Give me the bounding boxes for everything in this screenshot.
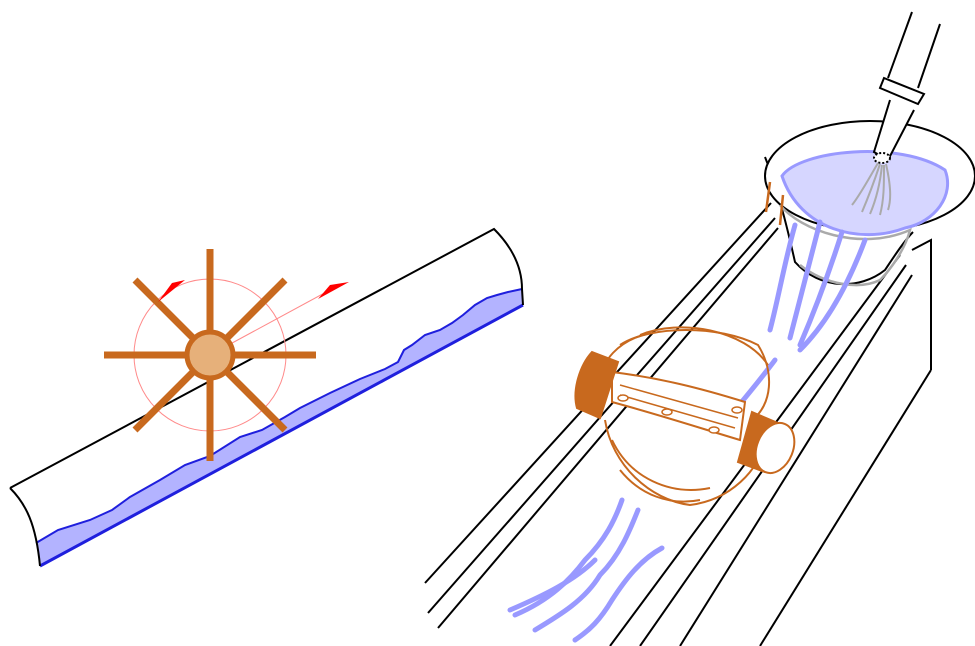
channel-end-face (911, 238, 932, 370)
drum-axle-end (754, 421, 796, 475)
faucet-spray (851, 162, 892, 216)
stream-lower-2 (532, 507, 641, 633)
channel-floor-3 (679, 274, 913, 646)
stream-lower-4 (507, 557, 598, 613)
water-wheel-icon (104, 249, 349, 461)
faucet-pipe (887, 11, 941, 89)
stream-upper-4 (797, 237, 868, 353)
stream-lower-3 (572, 545, 665, 643)
trough-water-edge (35, 288, 523, 544)
channel-outer-wall (759, 369, 932, 646)
velocity-arrow-icon (318, 282, 349, 299)
water-streams (507, 219, 868, 643)
channel-wall-inner-2 (437, 227, 779, 629)
rotation-arrow-icon (158, 280, 185, 302)
left-trough (9, 227, 524, 568)
bucket-icon (764, 120, 975, 287)
stream-upper-3 (797, 229, 845, 348)
stream-lower-1 (512, 497, 625, 618)
stream-upper-2 (787, 219, 823, 341)
trough-bottom-edge (39, 303, 524, 568)
drum-axle-left (574, 350, 620, 420)
bucket-lip (764, 181, 785, 226)
drum-icon (574, 326, 796, 507)
drum-frame-inner (619, 384, 739, 429)
stream-upper-1 (767, 222, 798, 333)
drum-bolts (617, 394, 743, 434)
drum-frame (611, 370, 747, 442)
trough-outline (9, 227, 524, 567)
bucket-water (780, 150, 950, 237)
faucet-collar (878, 76, 926, 106)
faucet-mouth (873, 152, 891, 164)
faucet-icon (851, 11, 941, 216)
wheel-hub (184, 329, 236, 381)
